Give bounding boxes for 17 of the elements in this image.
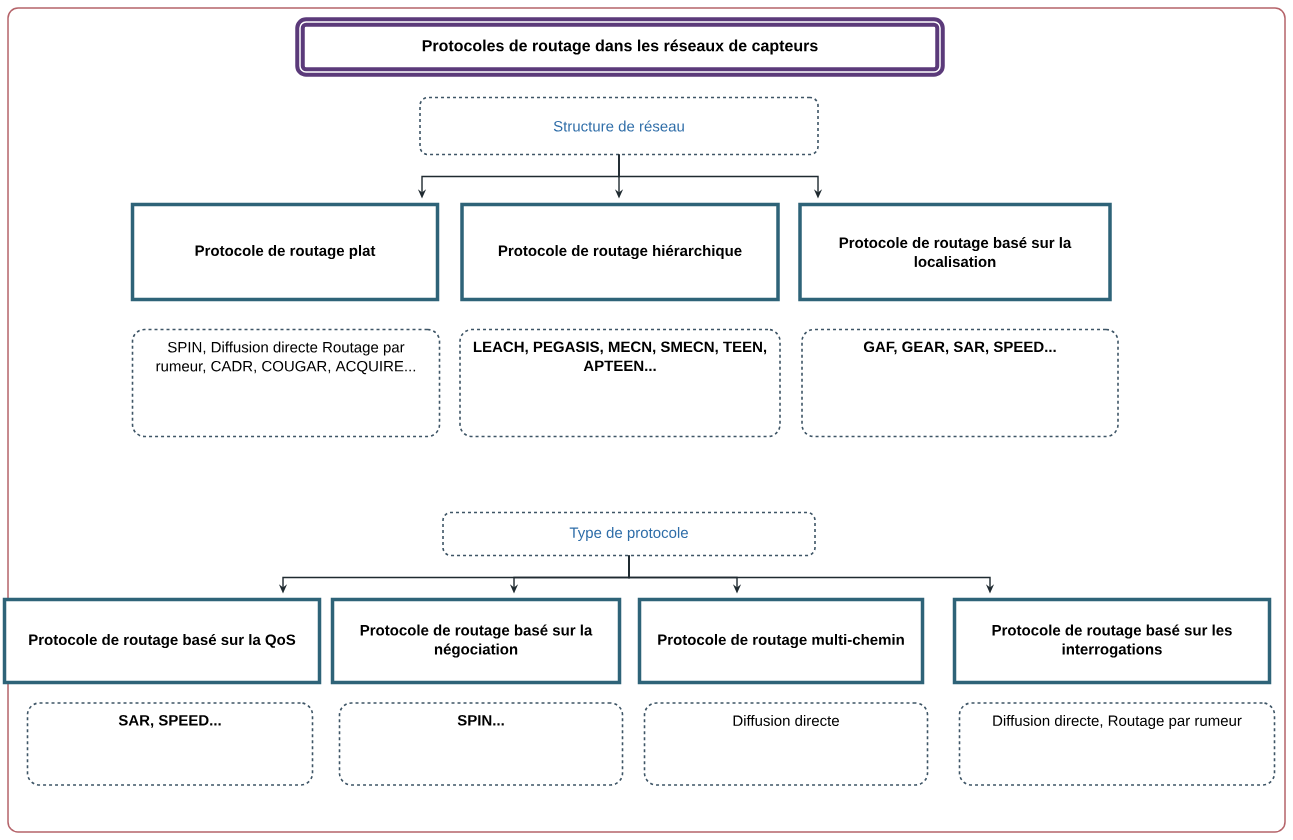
protocol-box: Protocole de routage basé sur la localisation: [798, 202, 1112, 302]
protocol-box: Protocole de routage basé sur la QoS: [2, 597, 322, 685]
protocol-box: Protocole de routage plat: [130, 202, 440, 302]
protocol-box: Protocole de routage basé sur les interrogations: [952, 597, 1272, 685]
example-box: GAF, GEAR, SAR, SPEED...: [801, 328, 1119, 438]
criterion-box: Type de protocole: [442, 511, 816, 557]
protocol-box: Protocole de routage hiérarchique: [460, 202, 780, 302]
example-box: Diffusion directe, Routage par rumeur: [958, 702, 1276, 786]
example-box: LEACH, PEGASIS, MECN, SMECN, TEEN, APTEEN...: [459, 328, 781, 438]
example-box: SAR, SPEED...: [26, 702, 314, 786]
example-box: SPIN...: [338, 702, 624, 786]
title-box: Protocoles de routage dans les réseaux de capteurs: [295, 17, 945, 77]
protocol-box: Protocole de routage multi-chemin: [637, 597, 925, 685]
example-box: Diffusion directe: [643, 702, 929, 786]
protocol-box: Protocole de routage basé sur la négociation: [330, 597, 622, 685]
criterion-box: Structure de réseau: [419, 96, 819, 156]
example-box: SPIN, Diffusion directe Routage par rumeur, CADR, COUGAR, ACQUIRE...: [131, 328, 441, 438]
